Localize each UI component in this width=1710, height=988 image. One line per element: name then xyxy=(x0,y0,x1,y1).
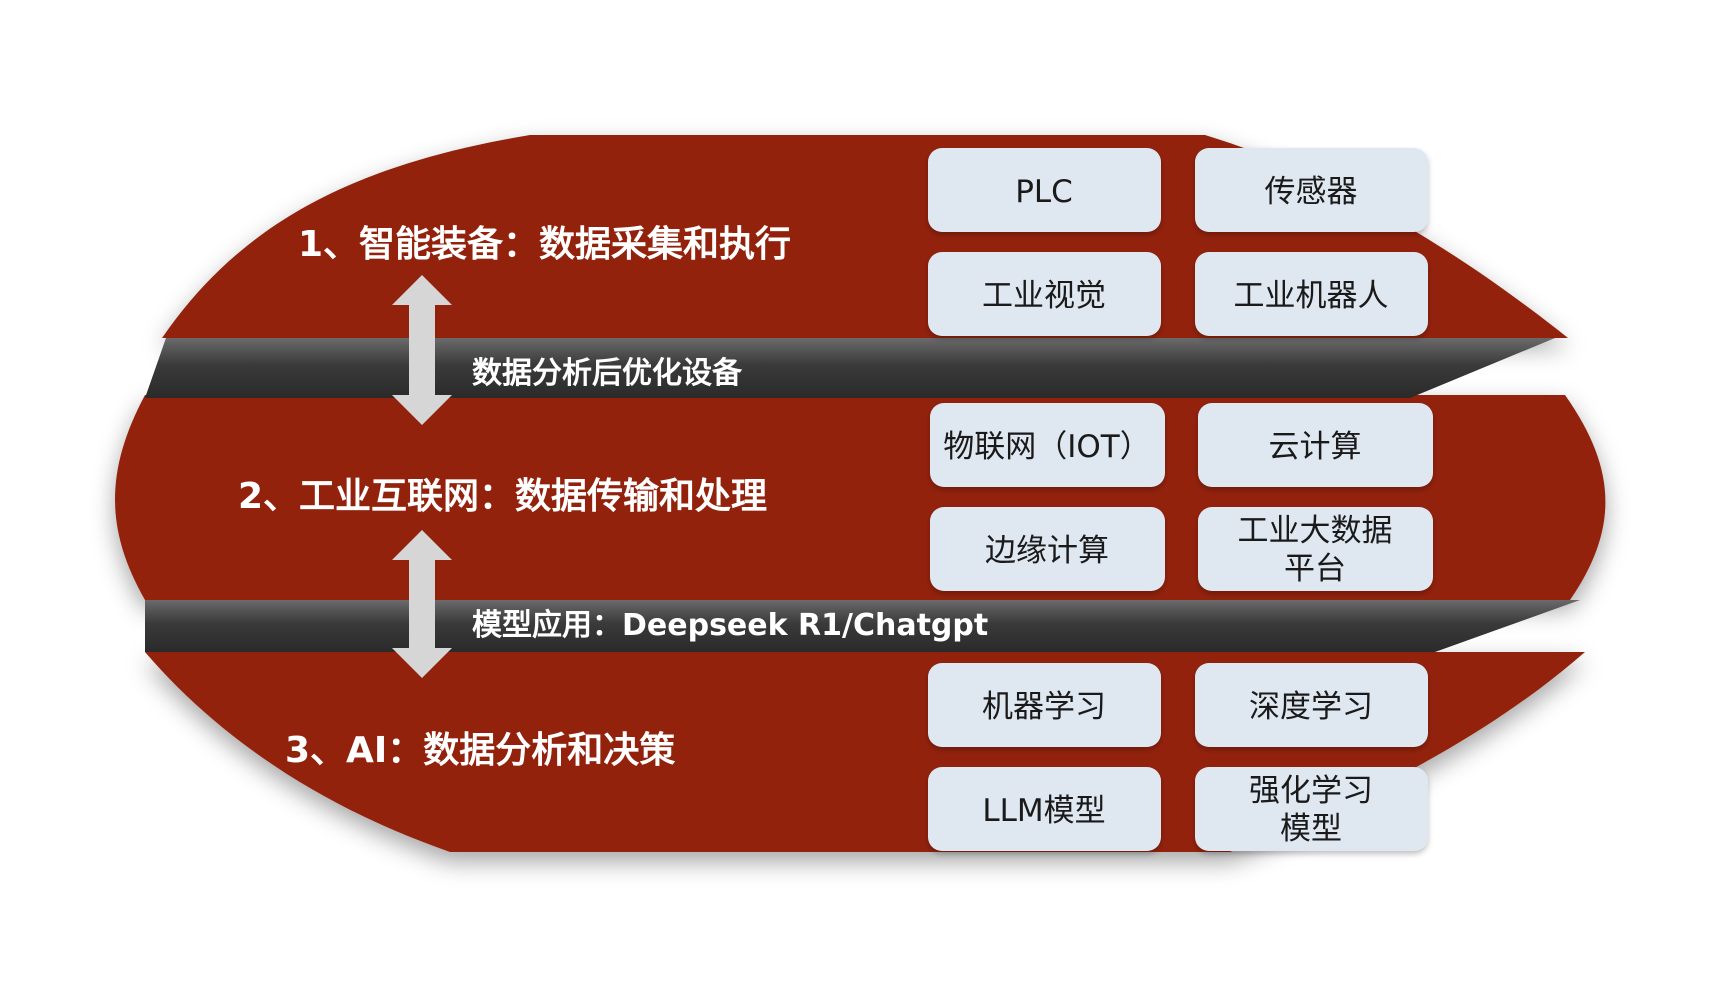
layer-title-2: 2、工业互联网：数据传输和处理 xyxy=(238,476,767,517)
box-big-data-platform xyxy=(1198,507,1433,591)
box-label-deep-learning: 深度学习 xyxy=(1249,689,1373,725)
connector-bands xyxy=(145,338,1580,652)
box-label-cloud-computing: 云计算 xyxy=(1269,429,1362,465)
layer-1-boxes xyxy=(928,148,1428,336)
box-iot xyxy=(930,403,1165,487)
box-label-industrial-vision: 工业视觉 xyxy=(982,278,1106,314)
band-2-shape xyxy=(145,600,1580,652)
band-label-1: 数据分析后优化设备 xyxy=(472,356,743,391)
layer-title-3: 3、AI：数据分析和决策 xyxy=(285,730,675,771)
box-label-big-data-platform: 工业大数据平台 xyxy=(1238,513,1393,587)
box-llm-model xyxy=(928,767,1161,851)
box-label-plc: PLC xyxy=(1015,174,1073,210)
box-reinforcement-learning xyxy=(1195,767,1428,851)
box-label-machine-learning: 机器学习 xyxy=(982,689,1106,725)
layer-title-1: 1、智能装备：数据采集和执行 xyxy=(298,224,791,265)
layer-2-boxes xyxy=(930,403,1433,591)
box-label-iot: 物联网（IOT） xyxy=(943,429,1150,465)
double-arrow-vertical-icon xyxy=(392,275,452,425)
layer-3-boxes xyxy=(928,663,1428,851)
box-deep-learning xyxy=(1195,663,1428,747)
box-cloud-computing xyxy=(1198,403,1433,487)
box-label-industrial-robot: 工业机器人 xyxy=(1234,278,1389,314)
box-machine-learning xyxy=(928,663,1161,747)
box-plc xyxy=(928,148,1161,232)
box-industrial-vision xyxy=(928,252,1161,336)
box-industrial-robot xyxy=(1195,252,1428,336)
box-sensor xyxy=(1195,148,1428,232)
box-label-llm-model: LLM模型 xyxy=(982,793,1105,829)
box-label-edge-computing: 边缘计算 xyxy=(985,533,1109,569)
box-edge-computing xyxy=(930,507,1165,591)
band-label-2: 模型应用：Deepseek R1/Chatgpt xyxy=(472,608,988,643)
box-label-sensor: 传感器 xyxy=(1265,174,1358,210)
double-arrow-vertical-icon xyxy=(392,530,452,678)
band-1-shape xyxy=(145,338,1555,398)
box-label-reinforcement-learning: 强化学习模型 xyxy=(1249,773,1373,847)
